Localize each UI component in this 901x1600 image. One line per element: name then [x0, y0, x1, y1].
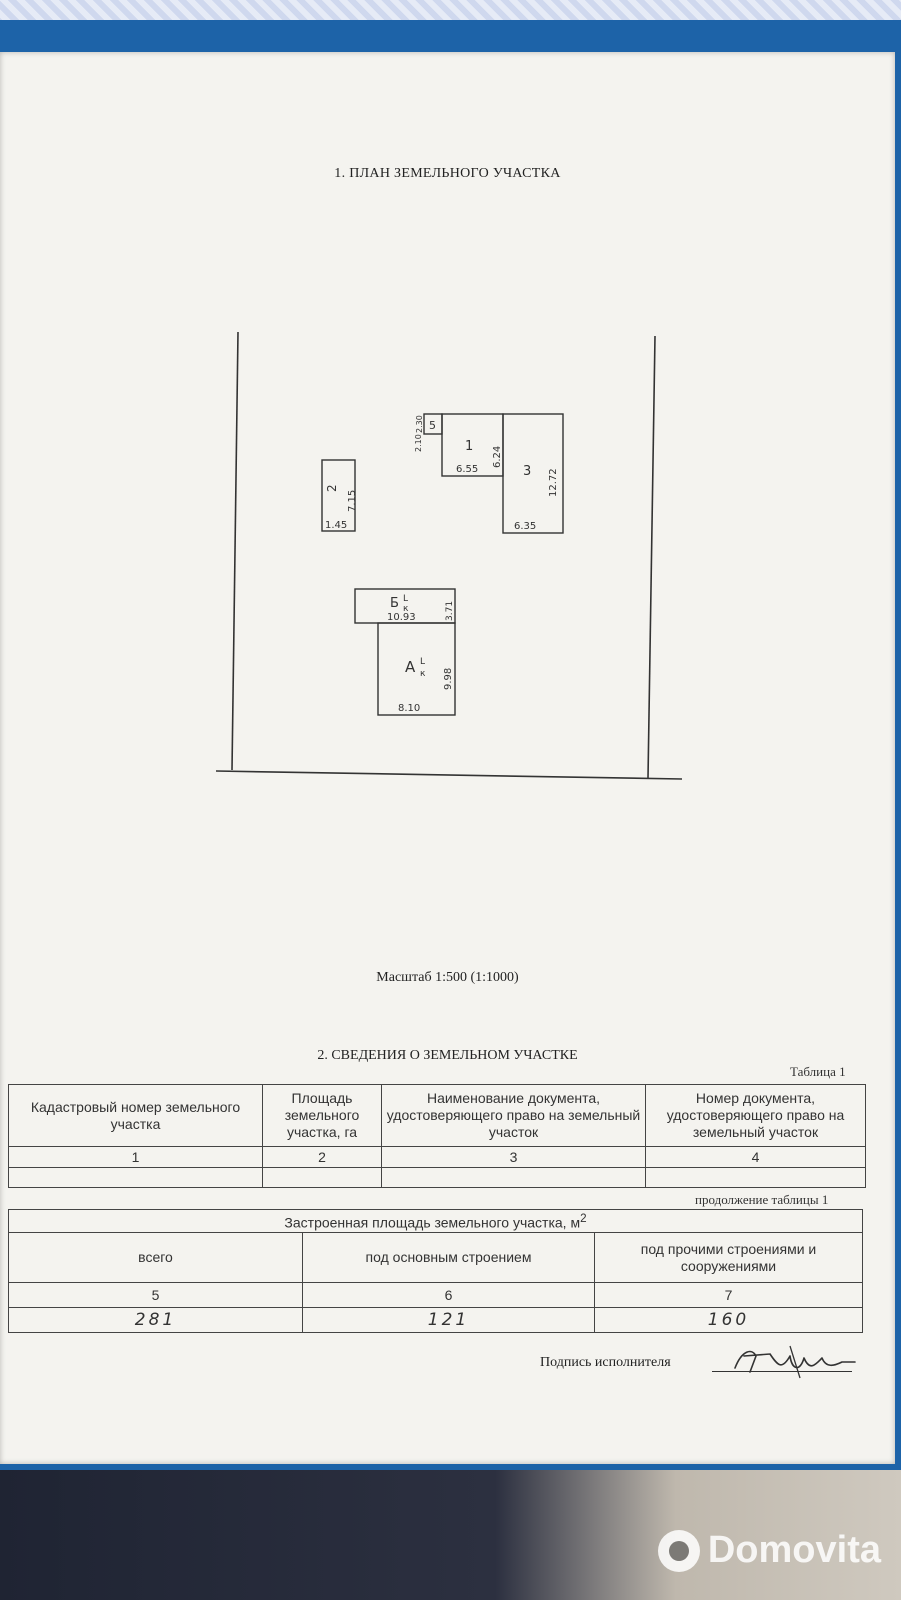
building-2: 2 1.45 7.15 [321, 459, 358, 532]
building-b-letter: Б [390, 596, 399, 611]
t1-value-2 [262, 1167, 382, 1188]
building-3-height: 12.72 [548, 468, 559, 497]
t1-header-doc-name: Наименование документа, удостоверяющего … [381, 1084, 646, 1147]
building-b-sup: L [403, 594, 408, 604]
domovita-logo-icon [657, 1529, 700, 1572]
t1-header-doc-number: Номер документа, удостоверяющего право н… [645, 1084, 866, 1147]
t1-col-num-2: 2 [262, 1146, 382, 1168]
building-1-height: 6.24 [492, 446, 503, 468]
t1-value-4 [645, 1167, 866, 1188]
building-a: А L к 8.10 9.98 [377, 622, 456, 716]
table-label: Таблица 1 [790, 1064, 846, 1079]
signature-line [712, 1371, 852, 1372]
building-1-width: 6.55 [456, 464, 478, 475]
t2-header-text: Застроенная площадь земельного участка, … [284, 1214, 581, 1231]
boundary-right [647, 335, 656, 779]
t2-value-other-text: 160 [707, 1309, 750, 1330]
background-floor [0, 1470, 901, 1600]
t1-col-num-1: 1 [8, 1146, 263, 1168]
building-b-sub: к [403, 604, 409, 614]
boundary-bottom [215, 770, 683, 780]
domovita-watermark: Domovita [657, 1529, 881, 1572]
building-5-dim-a: 2.30 [415, 415, 424, 433]
building-1: 1 6.55 6.24 [441, 413, 504, 477]
t1-header-cadastral: Кадастровый номер земельного участка [8, 1084, 263, 1147]
t2-col-other-buildings: под прочими строениями и сооружениями [594, 1232, 863, 1283]
t2-value-main-text: 121 [427, 1309, 470, 1330]
section2-title: 2. СВЕДЕНИЯ О ЗЕМЕЛЬНОМ УЧАСТКЕ [317, 1048, 578, 1063]
table-1-continued: Застроенная площадь земельного участка, … [8, 1209, 863, 1333]
building-2-height: 7.15 [347, 490, 358, 512]
t1-col-num-4: 4 [645, 1146, 866, 1168]
signature-label: Подпись исполнителя [540, 1355, 671, 1370]
building-a-height: 9.98 [443, 668, 454, 690]
building-a-sub: к [420, 669, 426, 679]
signature-mark [734, 1345, 856, 1379]
building-3-number: 3 [523, 464, 531, 479]
building-a-sup: L [420, 657, 425, 667]
building-2-width: 1.45 [325, 520, 347, 531]
building-2-number: 2 [325, 484, 339, 492]
building-5: 5 2.30 2.10 [414, 413, 443, 452]
building-5-number: 5 [429, 419, 436, 432]
t2-col-num-5: 5 [8, 1282, 303, 1308]
building-b-width: 10.93 [387, 612, 416, 623]
building-a-letter: А [405, 658, 416, 676]
t2-col-num-6: 6 [302, 1282, 595, 1308]
boundary-left [231, 331, 239, 771]
building-b: Б L к 10.93 3.71 [354, 588, 456, 624]
t2-value-total-text: 281 [134, 1309, 177, 1330]
t1-value-1 [8, 1167, 263, 1188]
building-a-width: 8.10 [398, 703, 420, 714]
t2-col-num-7: 7 [594, 1282, 863, 1308]
t2-value-main: 121 [302, 1307, 595, 1333]
t2-value-total: 281 [8, 1307, 303, 1333]
t2-col-main-building: под основным строением [302, 1232, 595, 1283]
t1-col-num-3: 3 [381, 1146, 646, 1168]
scale-text: Масштаб 1:500 (1:1000) [376, 970, 519, 985]
continuation-label: продолжение таблицы 1 [695, 1192, 829, 1207]
t2-value-other: 160 [594, 1307, 863, 1333]
t2-col-total: всего [8, 1232, 303, 1283]
building-1-number: 1 [465, 439, 473, 454]
table-1: Кадастровый номер земельного участка Пло… [8, 1084, 866, 1188]
t1-header-area: Площадь земельного участка, га [262, 1084, 382, 1147]
building-b-height: 3.71 [445, 601, 455, 621]
building-3: 3 6.35 12.72 [502, 413, 564, 534]
building-5-dim-b: 2.10 [414, 434, 423, 452]
domovita-watermark-text: Domovita [707, 1529, 881, 1571]
t1-value-3 [381, 1167, 646, 1188]
t2-header: Застроенная площадь земельного участка, … [8, 1209, 863, 1233]
building-3-width: 6.35 [514, 521, 536, 532]
t2-header-sup: 2 [580, 1212, 587, 1226]
section1-title: 1. ПЛАН ЗЕМЕЛЬНОГО УЧАСТКА [334, 166, 561, 181]
